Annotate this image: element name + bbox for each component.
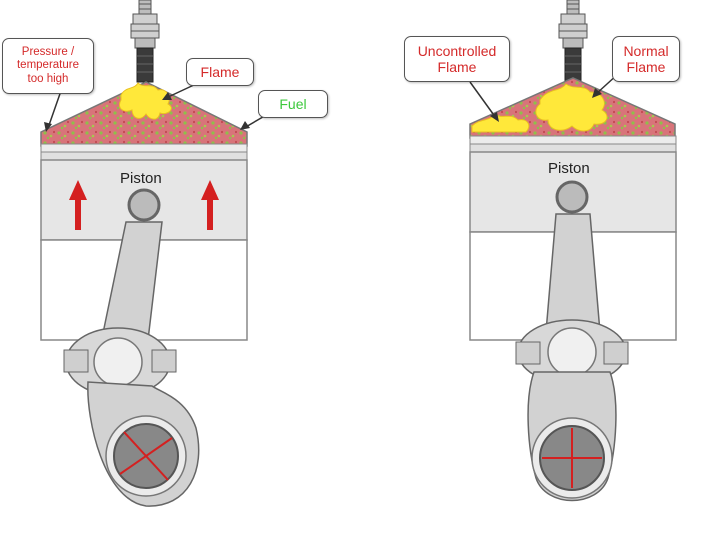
callout-uncontrolled-flame: Uncontrolled Flame — [404, 36, 510, 82]
callout-normal-flame: Normal Flame — [612, 36, 680, 82]
piston-label-right: Piston — [548, 160, 590, 177]
spark-plug-left — [130, 0, 160, 83]
callout-pressure: Pressure / temperature too high — [2, 38, 94, 94]
connecting-rod-left — [63, 221, 200, 507]
up-arrow-left-1 — [69, 180, 87, 230]
right-engine — [469, 0, 677, 502]
callout-fuel: Fuel — [258, 90, 328, 118]
wrist-pin-left — [127, 188, 161, 222]
up-arrow-left-2 — [201, 180, 219, 230]
connecting-rod-right — [515, 213, 629, 502]
spark-plug-right — [558, 0, 588, 83]
wrist-pin-right — [555, 180, 589, 214]
uncontrolled-flame-right — [471, 113, 530, 133]
flame-left — [118, 82, 172, 120]
callout-flame: Flame — [186, 58, 254, 86]
left-engine — [40, 0, 269, 507]
normal-flame-right — [535, 83, 608, 132]
piston-label-left: Piston — [120, 170, 162, 187]
